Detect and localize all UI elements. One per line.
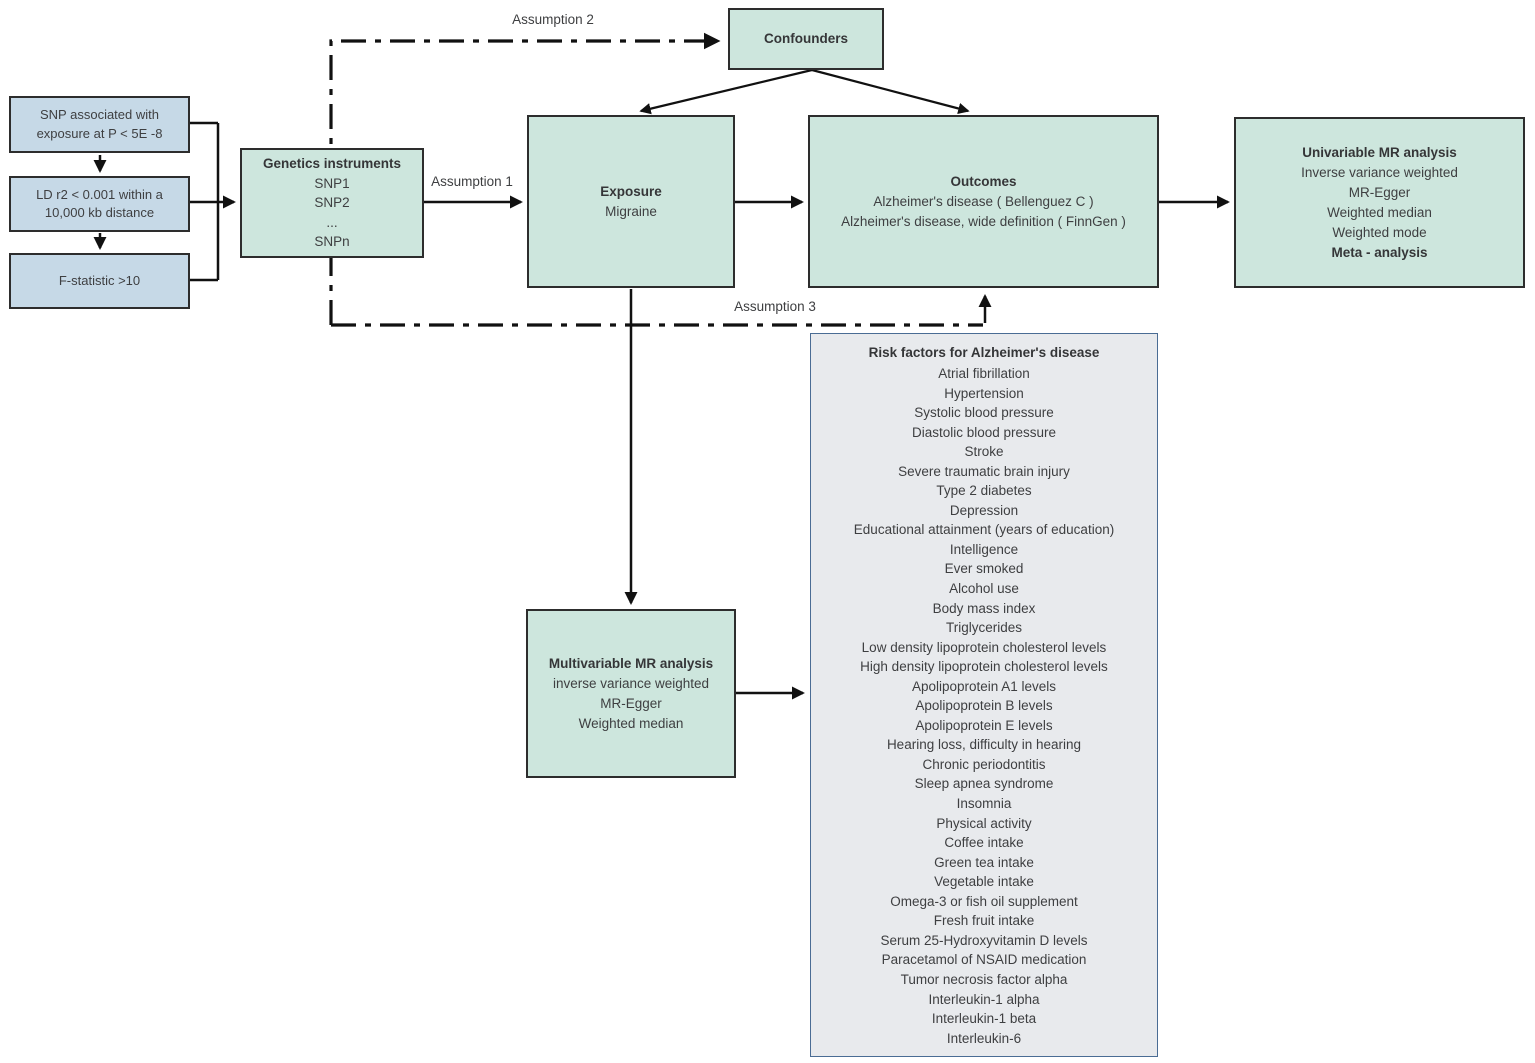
outcomes-line: Alzheimer's disease ( Bellenguez C ) — [873, 193, 1094, 209]
exposure-line: Migraine — [605, 203, 657, 219]
univariable-meta-analysis-line: Meta - analysis — [1331, 244, 1428, 260]
univariable-method-line: Weighted median — [1327, 204, 1432, 220]
risk-factor-item: Insomnia — [956, 796, 1012, 812]
risk-factor-item: Intelligence — [949, 541, 1019, 557]
risk-factor-item: Educational attainment (years of educati… — [853, 522, 1115, 538]
multivariable-method-line: Weighted median — [578, 715, 684, 731]
exposure-lines: Migraine — [605, 202, 657, 222]
assumption1-label: Assumption 1 — [431, 174, 513, 189]
snp-selection-box-3-line: F-statistic >10 — [58, 272, 141, 288]
assumption2-label: Assumption 2 — [512, 12, 594, 27]
exposure-box: Exposure Migraine — [527, 115, 735, 288]
assumption2-dashdot-connector — [329, 32, 721, 325]
risk-factor-item: Fresh fruit intake — [933, 913, 1035, 929]
snp-selection-box-1: SNP associated with exposure at P < 5E -8 — [9, 96, 190, 153]
risk-factor-item: Body mass index — [932, 600, 1036, 616]
univariable-mr-box: Univariable MR analysis Inverse variance… — [1234, 117, 1525, 288]
snp-selection-box-1-line: exposure at P < 5E -8 — [36, 125, 163, 141]
risk-factors-panel: Risk factors for Alzheimer's disease Atr… — [810, 333, 1158, 1057]
risk-factor-item: Omega-3 or fish oil supplement — [890, 893, 1078, 909]
risk-factor-item: Hypertension — [944, 385, 1024, 401]
risk-factor-item: Interleukin-1 beta — [931, 1011, 1037, 1027]
outcomes-line: Alzheimer's disease, wide definition ( F… — [841, 213, 1126, 229]
risk-factor-item: Serum 25-Hydroxyvitamin D levels — [880, 932, 1088, 948]
risk-factor-item: Paracetamol of NSAID medication — [881, 952, 1087, 968]
confounders-title: Confounders — [764, 31, 848, 46]
risk-factor-item: Apolipoprotein A1 levels — [911, 678, 1057, 694]
risk-factor-item: Green tea intake — [934, 854, 1034, 870]
risk-factor-item: Severe traumatic brain injury — [898, 463, 1070, 479]
genetics-instruments-title: Genetics instruments — [262, 156, 402, 172]
risk-factor-item: Physical activity — [936, 815, 1032, 831]
risk-factor-item: Coffee intake — [944, 835, 1024, 851]
exposure-title: Exposure — [600, 183, 662, 199]
univariable-mr-title: Univariable MR analysis — [1302, 144, 1457, 160]
risk-factor-item: Diastolic blood pressure — [911, 424, 1057, 440]
genetics-instrument-line: SNP1 — [314, 175, 350, 191]
multivariable-mr-title: Multivariable MR analysis — [548, 655, 714, 671]
confounders-box: Confounders — [728, 8, 884, 70]
risk-factor-item: Vegetable intake — [934, 874, 1034, 890]
genetics-instrument-line: SNP2 — [314, 195, 350, 211]
genetics-instrument-line: ... — [326, 214, 338, 230]
genetics-instrument-line: SNPn — [314, 234, 350, 250]
snp-selection-box-3: F-statistic >10 — [9, 253, 190, 309]
risk-factor-item: High density lipoprotein cholesterol lev… — [860, 659, 1108, 675]
risk-factor-item: Triglycerides — [945, 620, 1023, 636]
risk-factor-item: Type 2 diabetes — [936, 483, 1032, 499]
univariable-method-line: Inverse variance weighted — [1301, 164, 1458, 180]
snp-selection-box-2-line: 10,000 kb distance — [44, 205, 155, 220]
risk-factor-item: Tumor necrosis factor alpha — [900, 971, 1068, 987]
assumption3-label: Assumption 3 — [734, 299, 816, 314]
risk-factors-title: Risk factors for Alzheimer's disease — [868, 345, 1100, 360]
risk-factor-item: Apolipoprotein B levels — [915, 698, 1053, 714]
risk-factor-item: Interleukin-6 — [946, 1030, 1022, 1046]
multivariable-mr-box: Multivariable MR analysis inverse varian… — [526, 609, 736, 778]
risk-factor-item: Systolic blood pressure — [914, 405, 1054, 421]
risk-factor-item: Low density lipoprotein cholesterol leve… — [861, 639, 1107, 655]
univariable-method-line: MR-Egger — [1348, 184, 1411, 200]
risk-factor-item: Stroke — [964, 444, 1004, 460]
risk-factor-item: Chronic periodontitis — [922, 756, 1046, 772]
outcomes-title: Outcomes — [950, 173, 1017, 189]
outcomes-box: Outcomes Alzheimer's disease ( Bellengue… — [808, 115, 1159, 288]
risk-factor-item: Interleukin-1 alpha — [928, 991, 1040, 1007]
outcomes-lines: Alzheimer's disease ( Bellenguez C ) Alzh… — [841, 192, 1126, 232]
risk-factor-item: Alcohol use — [949, 581, 1019, 597]
snp-selection-box-2: LD r2 < 0.001 within a 10,000 kb distance — [9, 176, 190, 232]
multivariable-method-line: MR-Egger — [600, 695, 662, 711]
risk-factor-item: Atrial fibrillation — [938, 366, 1030, 381]
risk-factor-item: Depression — [949, 502, 1019, 518]
confounders-to-exposure-arrow — [639, 68, 813, 115]
univariable-method-line: Weighted mode — [1332, 224, 1427, 240]
risk-factor-item: Sleep apnea syndrome — [914, 776, 1054, 792]
confounders-to-outcomes-arrow — [811, 68, 970, 115]
snp-selection-box-1-line: SNP associated with — [40, 107, 159, 122]
risk-factor-item: Apolipoprotein E levels — [915, 717, 1053, 733]
risk-factor-item: Hearing loss, difficulty in hearing — [886, 737, 1082, 753]
multivariable-method-line: inverse variance weighted — [552, 675, 710, 691]
snp-selection-box-2-line: LD r2 < 0.001 within a — [36, 186, 163, 202]
risk-factor-item: Ever smoked — [944, 561, 1024, 577]
